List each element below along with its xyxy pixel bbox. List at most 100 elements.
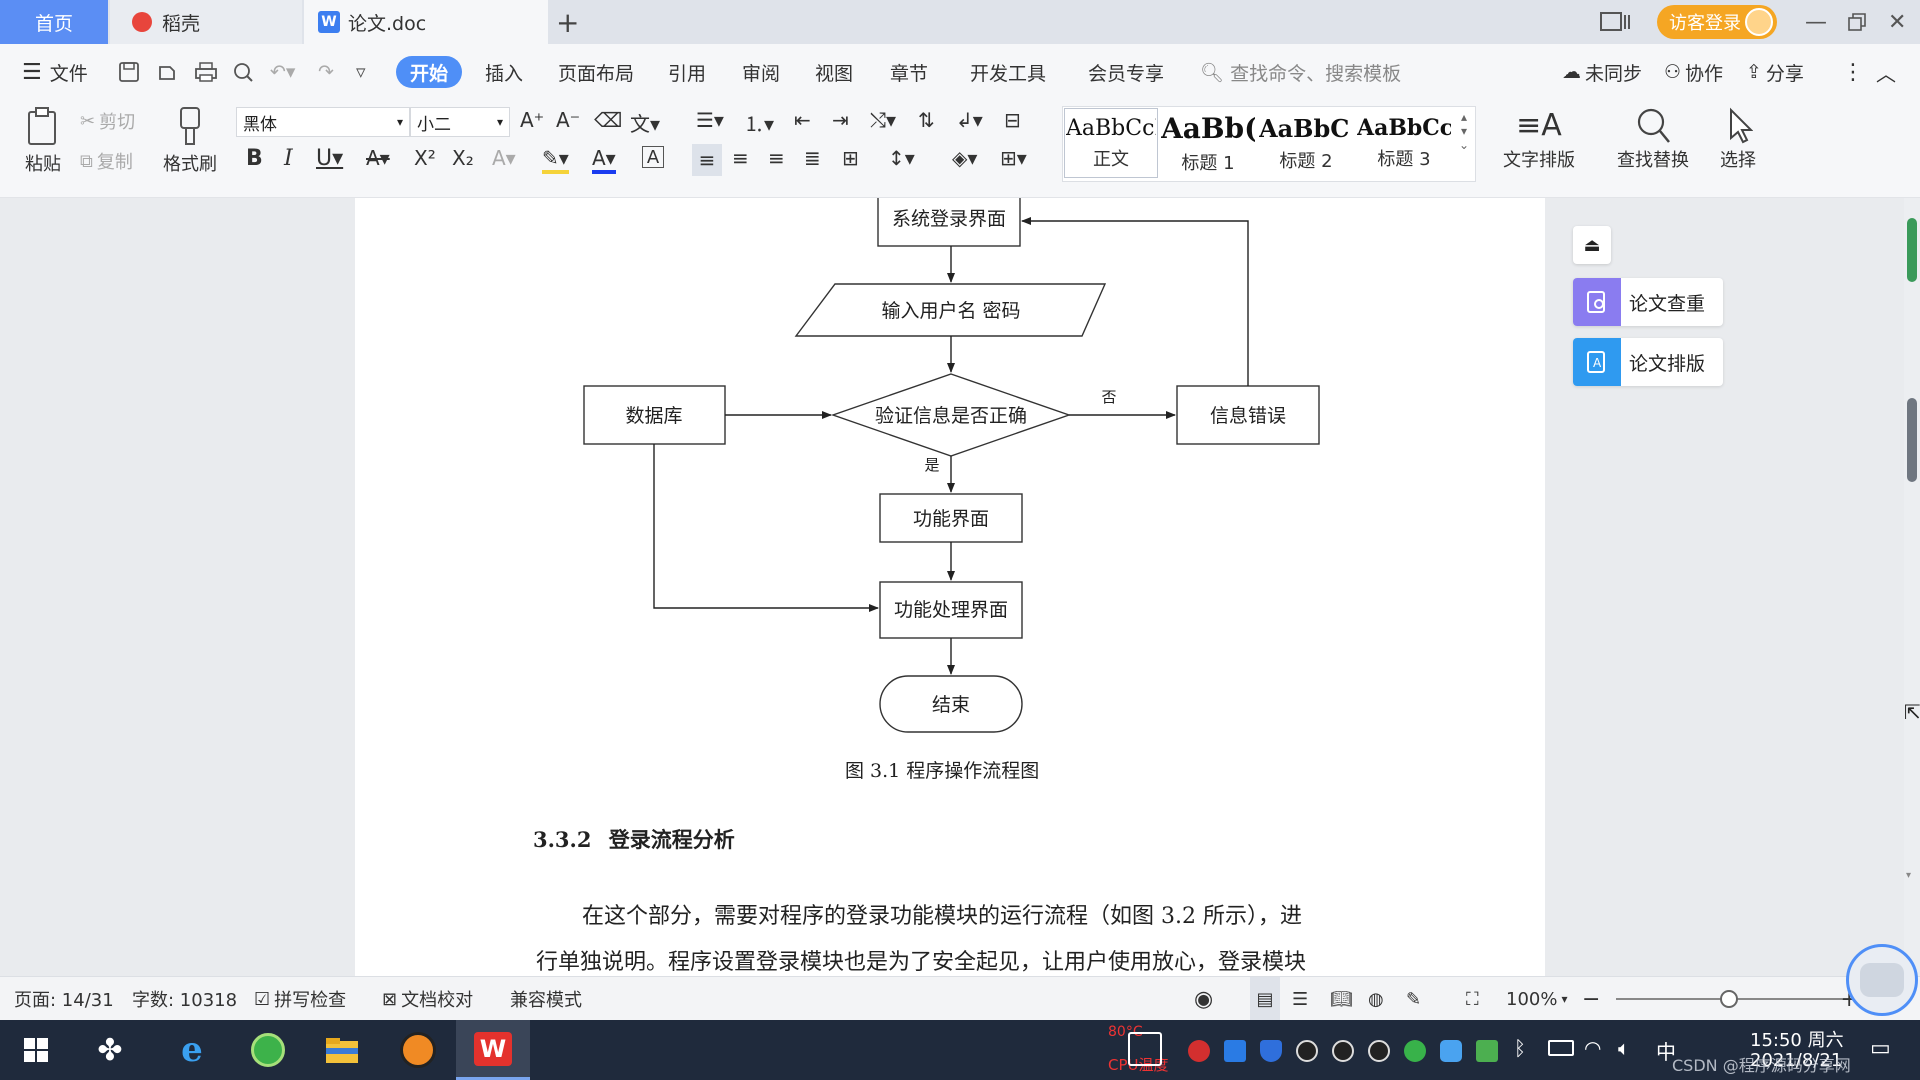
vertical-scrollbar[interactable]: ▾ — [1904, 198, 1920, 976]
font-size-select[interactable]: 小二▾ — [410, 107, 510, 137]
line-spacing-icon[interactable]: ↕▾ — [888, 146, 915, 170]
shield-icon[interactable] — [1260, 1040, 1282, 1062]
align-right-icon[interactable]: ≡ — [768, 146, 785, 170]
tab-document[interactable]: W 论文.doc — [304, 0, 548, 44]
tray-green-icon[interactable] — [1404, 1040, 1426, 1062]
print-preview-icon[interactable] — [232, 44, 254, 100]
cut-button[interactable]: ✂剪切 — [80, 108, 135, 134]
align-left-icon[interactable]: ≡ — [692, 144, 722, 176]
scroll-down-icon[interactable]: ▾ — [1906, 870, 1912, 881]
copy-button[interactable]: ⧉复制 — [80, 148, 133, 174]
find-replace-button[interactable]: 查找替换 — [1608, 106, 1698, 172]
align-center-icon[interactable]: ≡ — [732, 146, 749, 170]
font-name-select[interactable]: 黑体▾ — [236, 107, 410, 137]
share-button[interactable]: ⇪ 分享 — [1746, 44, 1804, 100]
paper-format-button[interactable]: A 论文排版 — [1573, 338, 1723, 386]
style-gallery-scroll[interactable]: ▴▾⌄ — [1458, 110, 1470, 152]
game-app-icon[interactable] — [390, 1028, 446, 1072]
word-count[interactable]: 字数: 10318 — [132, 990, 238, 1011]
internet-explorer-icon[interactable]: e — [181, 1030, 203, 1070]
wifi-icon[interactable]: ◠ — [1584, 1036, 1602, 1060]
fan-app-icon[interactable]: ✤ — [97, 1032, 123, 1068]
menu-page-layout[interactable]: 页面布局 — [558, 62, 635, 85]
zoom-slider[interactable] — [1616, 990, 1842, 1008]
clock-time[interactable]: 15:50 周六 — [1750, 1030, 1844, 1051]
shading-icon[interactable]: ◈▾ — [952, 146, 978, 170]
superscript-icon[interactable]: X² — [414, 146, 436, 170]
decrease-indent-icon[interactable]: ⇤ — [794, 108, 811, 132]
outline-view-icon[interactable]: ☰ — [1292, 988, 1309, 1010]
guest-login-button[interactable]: 访客登录 — [1657, 5, 1777, 39]
clear-format-icon[interactable]: ⌫ — [594, 108, 623, 132]
command-search[interactable]: 🔍︎ 查找命令、搜索模板 — [1200, 44, 1401, 100]
windows-start-icon[interactable] — [8, 1028, 64, 1072]
sync-status[interactable]: ☁ 未同步 — [1562, 44, 1642, 100]
sort-icon[interactable]: ⇅ — [918, 108, 935, 132]
layout-icon[interactable] — [1600, 0, 1630, 44]
monitor-widget-icon[interactable] — [1128, 1032, 1162, 1066]
scrollbar-thumb[interactable] — [1907, 398, 1917, 482]
menu-references[interactable]: 引用 — [668, 62, 707, 85]
bluetooth-icon[interactable]: ᛒ — [1514, 1036, 1526, 1060]
text-layout-button[interactable]: ≡A 文字排版 — [1494, 106, 1584, 172]
borders-icon[interactable]: ⊞▾ — [1000, 146, 1027, 170]
style-normal[interactable]: AaBbCcI 正文 — [1064, 108, 1158, 178]
clock-date[interactable]: 2021/8/21 — [1750, 1050, 1843, 1071]
tab-home[interactable]: 首页 — [0, 0, 108, 44]
qq-icon[interactable] — [1332, 1040, 1354, 1062]
show-marks-icon[interactable]: ↲▾ — [956, 108, 983, 132]
file-menu[interactable]: ☰ 文件 — [22, 44, 88, 100]
eye-protect-icon[interactable]: ◉ — [1194, 986, 1214, 1012]
save-icon[interactable] — [118, 44, 140, 100]
tray-app-icon[interactable] — [1188, 1040, 1210, 1062]
tray-app-icon[interactable] — [1224, 1040, 1246, 1062]
increase-indent-icon[interactable]: ⇥ — [832, 108, 849, 132]
fit-page-icon[interactable]: ⛶ — [1466, 988, 1479, 1010]
menu-review[interactable]: 审阅 — [742, 62, 781, 85]
assistant-float-button[interactable] — [1846, 944, 1918, 1016]
tab-daoke[interactable]: 稻壳 — [110, 0, 302, 44]
menu-view[interactable]: 视图 — [815, 62, 854, 85]
chinese-layout-icon[interactable]: ⤭▾ — [870, 108, 897, 132]
paper-check-button[interactable]: 论文查重 — [1573, 278, 1723, 326]
highlight-icon[interactable]: ✎▾ — [542, 146, 569, 174]
subscript-icon[interactable]: X₂ — [452, 146, 474, 170]
undo-icon[interactable]: ↶▾ — [270, 61, 296, 83]
strikethrough-icon[interactable]: A▾ — [366, 146, 390, 170]
text-effect-icon[interactable]: A▾ — [492, 146, 516, 170]
char-border-icon[interactable]: A — [642, 146, 664, 168]
minimize-icon[interactable]: — — [1805, 9, 1827, 35]
write-mode-icon[interactable]: ✎ — [1406, 988, 1422, 1010]
phonetic-guide-icon[interactable]: 文▾ — [630, 112, 661, 136]
collapse-ribbon-icon[interactable]: ︿ — [1876, 61, 1896, 86]
menu-developer[interactable]: 开发工具 — [970, 62, 1047, 85]
ime-indicator[interactable]: 中 — [1656, 1040, 1676, 1064]
proofread-button[interactable]: ⊠文档校对 — [382, 977, 473, 1021]
menu-chapter[interactable]: 章节 — [890, 62, 929, 85]
qq-icon[interactable] — [1368, 1040, 1390, 1062]
nvidia-icon[interactable] — [1476, 1040, 1498, 1062]
new-tab-button[interactable]: + — [556, 5, 580, 39]
shrink-font-icon[interactable]: A⁻ — [556, 108, 581, 132]
style-heading2[interactable]: AaBbC 标题 2 — [1258, 108, 1354, 178]
web-view-icon[interactable]: ◍ — [1368, 988, 1384, 1010]
select-button[interactable]: 选择 — [1708, 106, 1768, 172]
restore-icon[interactable] — [1848, 0, 1866, 44]
redo-icon[interactable]: ↷ — [318, 61, 334, 83]
customize-toolbar-icon[interactable]: ▿ — [356, 61, 366, 83]
spell-check-button[interactable]: ☑拼写检查 — [254, 977, 346, 1021]
distribute-icon[interactable]: ⊞ — [842, 146, 859, 170]
close-icon[interactable]: ✕ — [1888, 9, 1907, 35]
bold-icon[interactable]: B — [246, 146, 263, 171]
export-icon[interactable] — [156, 44, 178, 100]
justify-icon[interactable]: ≣ — [804, 146, 821, 170]
collaborate-button[interactable]: ⚇ 协作 — [1664, 44, 1723, 100]
collapse-panel-icon[interactable]: ⏏ — [1573, 226, 1611, 264]
menu-member[interactable]: 会员专享 — [1088, 62, 1165, 85]
tray-app-icon[interactable] — [1440, 1040, 1462, 1062]
qq-icon[interactable] — [1296, 1040, 1318, 1062]
wps-taskbar-icon[interactable]: W — [456, 1020, 530, 1080]
page-view-icon[interactable]: ▤ — [1250, 977, 1280, 1021]
format-painter-button[interactable]: 格式刷 — [162, 106, 218, 176]
reading-view-icon[interactable]: 📖︎ — [1330, 988, 1353, 1010]
